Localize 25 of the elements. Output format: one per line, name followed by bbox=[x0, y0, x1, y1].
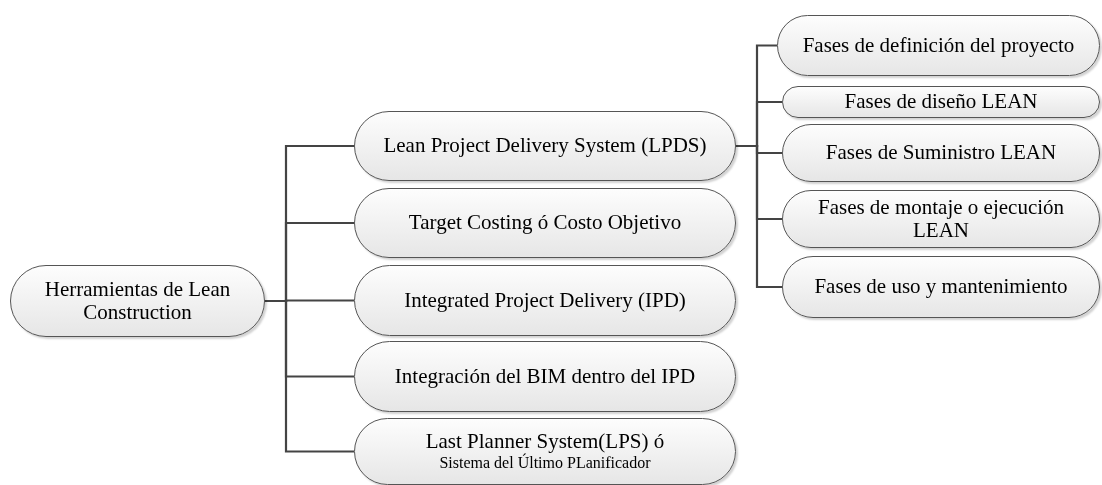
node-text: Fases de diseño LEAN bbox=[844, 90, 1038, 114]
node-text: Target Costing ó Costo Objetivo bbox=[408, 211, 682, 235]
rounded-box bbox=[354, 418, 736, 485]
rounded-box bbox=[782, 190, 1100, 248]
rounded-box bbox=[354, 188, 736, 258]
node-text: Herramientas de Lean Construction bbox=[43, 277, 232, 325]
rounded-box bbox=[354, 341, 736, 412]
connector-line bbox=[265, 299, 354, 453]
rounded-box bbox=[782, 256, 1100, 318]
node-text: Integración del BIM dentro del IPD bbox=[394, 364, 696, 389]
rounded-box bbox=[10, 265, 265, 337]
node-text: Fases de definición del proyecto bbox=[802, 33, 1075, 58]
rounded-box bbox=[782, 124, 1100, 182]
node-text: Fases de montaje o ejecución LEAN bbox=[816, 195, 1066, 243]
node-text: Fases de uso y mantenimiento bbox=[814, 275, 1068, 299]
node-text: Fases de Suministro LEAN bbox=[825, 141, 1057, 165]
node-text: Integrated Project Delivery (IPD) bbox=[404, 288, 686, 313]
rounded-box bbox=[782, 86, 1100, 118]
connector-line bbox=[736, 144, 782, 289]
rounded-box bbox=[354, 111, 736, 181]
rounded-box bbox=[777, 15, 1100, 76]
node-text: Last Planner System(LPS) ó bbox=[425, 430, 665, 454]
rounded-box bbox=[354, 265, 736, 336]
node-text: Lean Project Delivery System (LPDS) bbox=[383, 134, 707, 158]
node-text: Sistema del Último PLanificador bbox=[439, 453, 651, 473]
